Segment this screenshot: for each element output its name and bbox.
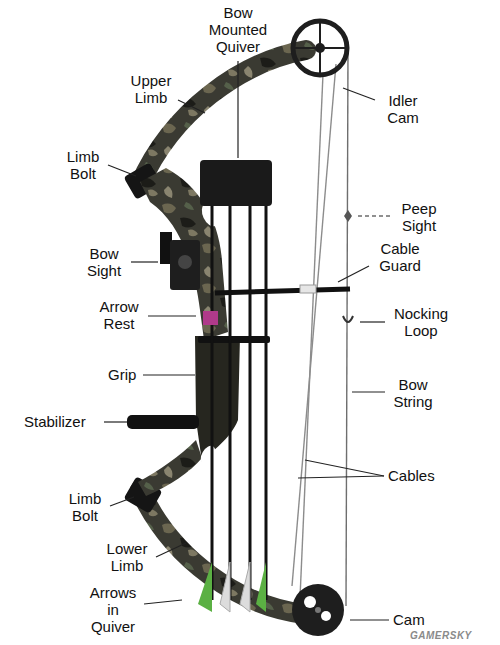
cable-guard bbox=[215, 289, 350, 293]
part-label: Bow Sight bbox=[80, 245, 128, 279]
arrow-shaft bbox=[249, 206, 252, 600]
fletching bbox=[198, 562, 212, 612]
part-label: Bow String bbox=[388, 376, 438, 410]
leader-lines bbox=[104, 61, 390, 620]
part-label: Cables bbox=[388, 467, 435, 484]
arrow-shaft bbox=[229, 206, 232, 600]
watermark: GAMERSKY bbox=[410, 630, 472, 642]
grip-shape bbox=[195, 336, 240, 462]
part-label: Peep Sight bbox=[394, 200, 444, 234]
arrow-shaft bbox=[265, 206, 268, 600]
part-label: Nocking Loop bbox=[388, 305, 454, 339]
arrow-rest bbox=[203, 311, 218, 325]
cable bbox=[300, 74, 323, 598]
arrow-shaft bbox=[211, 206, 214, 600]
part-label: Idler Cam bbox=[378, 92, 428, 126]
part-label: Cam bbox=[393, 611, 425, 628]
part-label: Cable Guard bbox=[372, 240, 428, 274]
part-label: Limb Bolt bbox=[62, 490, 108, 524]
part-label: Arrows in Quiver bbox=[84, 584, 142, 635]
part-label: Arrow Rest bbox=[92, 298, 146, 332]
fletching bbox=[240, 562, 250, 612]
cable bbox=[292, 64, 336, 586]
fletching bbox=[220, 562, 230, 612]
part-label: Grip bbox=[108, 366, 136, 383]
lower-limb bbox=[140, 490, 304, 614]
idler-cam bbox=[293, 21, 347, 75]
part-label: Upper Limb bbox=[124, 72, 178, 106]
part-label: Lower Limb bbox=[100, 540, 154, 574]
quiver-hood bbox=[200, 160, 272, 206]
nocking-loop bbox=[343, 316, 353, 322]
peep-sight bbox=[344, 210, 352, 222]
bow-sight bbox=[170, 240, 200, 290]
cam bbox=[292, 584, 344, 636]
bow-string bbox=[346, 50, 348, 606]
quiver-bracket bbox=[198, 336, 270, 343]
part-label: Bow Mounted Quiver bbox=[200, 4, 276, 55]
part-label: Stabilizer bbox=[24, 413, 86, 430]
riser bbox=[138, 440, 202, 496]
stabilizer bbox=[127, 415, 199, 429]
cable-slide bbox=[300, 285, 316, 293]
fletching bbox=[256, 562, 266, 612]
part-label: Limb Bolt bbox=[60, 148, 106, 182]
